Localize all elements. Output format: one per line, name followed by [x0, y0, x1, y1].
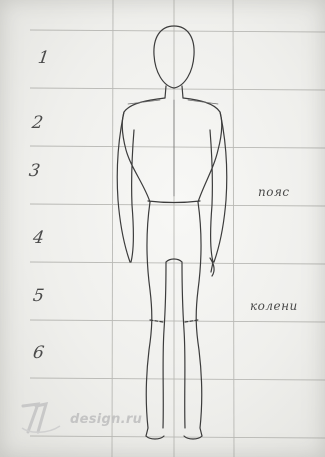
guide-line-right [233, 0, 234, 457]
waist-annotation: пояс [258, 186, 290, 198]
guide-line-crotch [30, 262, 325, 264]
guide-line-chin [30, 88, 325, 90]
right-arm-outline [210, 112, 227, 262]
guide-line-left [112, 0, 113, 457]
guide-line-knees [30, 320, 325, 322]
row-number-2: 2 [31, 115, 44, 132]
vertical-guide-lines [112, 0, 234, 457]
torso-left-outline [122, 98, 165, 202]
guide-line-shins [30, 378, 325, 380]
row-number-6: 6 [32, 345, 45, 362]
right-hand-sketch [210, 258, 214, 276]
torso-right-outline [183, 98, 222, 202]
horizontal-guide-lines [30, 30, 325, 438]
guide-line-chest [30, 146, 325, 148]
watermark: design.ru [20, 398, 180, 436]
row-number-4: 4 [32, 230, 45, 247]
guide-line-top [30, 30, 325, 32]
watermark-text: design.ru [70, 412, 142, 427]
knees-annotation: колени [250, 300, 298, 312]
left-arm-outline [117, 112, 134, 262]
guide-line-feet [30, 436, 325, 438]
human-figure-outline [117, 26, 227, 439]
watermark-logo-icon [20, 398, 64, 436]
shoulder-hint-lines [128, 100, 218, 196]
right-leg-outline [196, 202, 202, 436]
guide-line-waist [30, 204, 325, 206]
